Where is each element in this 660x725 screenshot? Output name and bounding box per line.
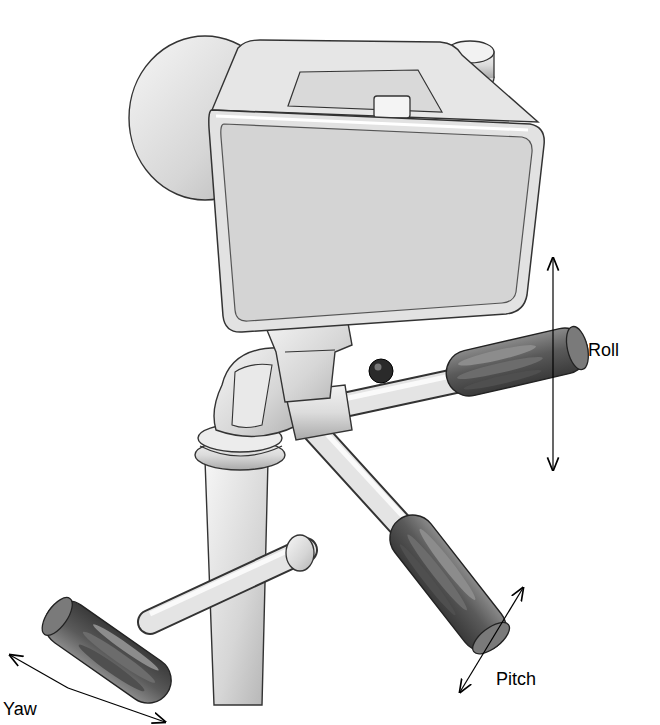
motion-arrow	[10, 655, 68, 688]
yaw-grip	[80, 628, 158, 687]
yaw-handle-rod	[150, 535, 314, 622]
motion-label: Roll	[588, 340, 619, 362]
roll-grip	[563, 324, 592, 371]
camera	[209, 110, 544, 332]
motion-label-holder: Pitch	[496, 669, 536, 691]
pan-tilt-head	[232, 364, 272, 427]
yaw-handle-rod	[286, 535, 314, 571]
roll-handle-rod	[330, 374, 460, 402]
yaw-grip	[91, 621, 161, 673]
motion-label: Yaw	[3, 699, 37, 721]
yaw-grip	[36, 593, 78, 641]
yaw-handle-rod	[150, 550, 305, 622]
motion-label: Pitch	[496, 669, 536, 691]
pan-tilt-head	[285, 350, 335, 352]
pitch-handle-rod	[305, 420, 405, 530]
yaw-handle-rod	[150, 550, 305, 622]
camera	[212, 40, 538, 122]
pitch-grip	[468, 617, 515, 660]
camera	[288, 70, 442, 112]
motion-arrow	[552, 258, 553, 470]
pitch-grip	[381, 506, 516, 660]
roll-grip	[463, 367, 543, 393]
roll-grip	[442, 323, 593, 400]
pitch-grip	[397, 542, 459, 618]
motion-label-holder: Roll	[588, 340, 619, 362]
pitch-handle-rod	[305, 420, 405, 530]
motion-arrow	[68, 688, 165, 722]
center-column	[200, 446, 282, 456]
camera	[216, 116, 528, 130]
motion-label-holder: Yaw	[3, 699, 37, 721]
yaw-grip	[36, 592, 180, 712]
camera	[221, 124, 532, 321]
motion-arrow	[10, 258, 553, 722]
roll-handle-rod	[330, 380, 460, 408]
camera	[374, 96, 410, 118]
yaw-grip	[36, 592, 180, 712]
camera	[129, 36, 544, 332]
pitch-grip	[404, 532, 471, 614]
pitch-grip	[381, 506, 516, 660]
pan-tilt-head	[375, 364, 382, 371]
pan-tilt-head	[369, 359, 393, 383]
roll-handle-rod	[330, 380, 460, 408]
roll-grip	[442, 323, 593, 400]
roll-handle-rod	[330, 374, 460, 408]
yaw-handle-rod	[150, 545, 300, 614]
